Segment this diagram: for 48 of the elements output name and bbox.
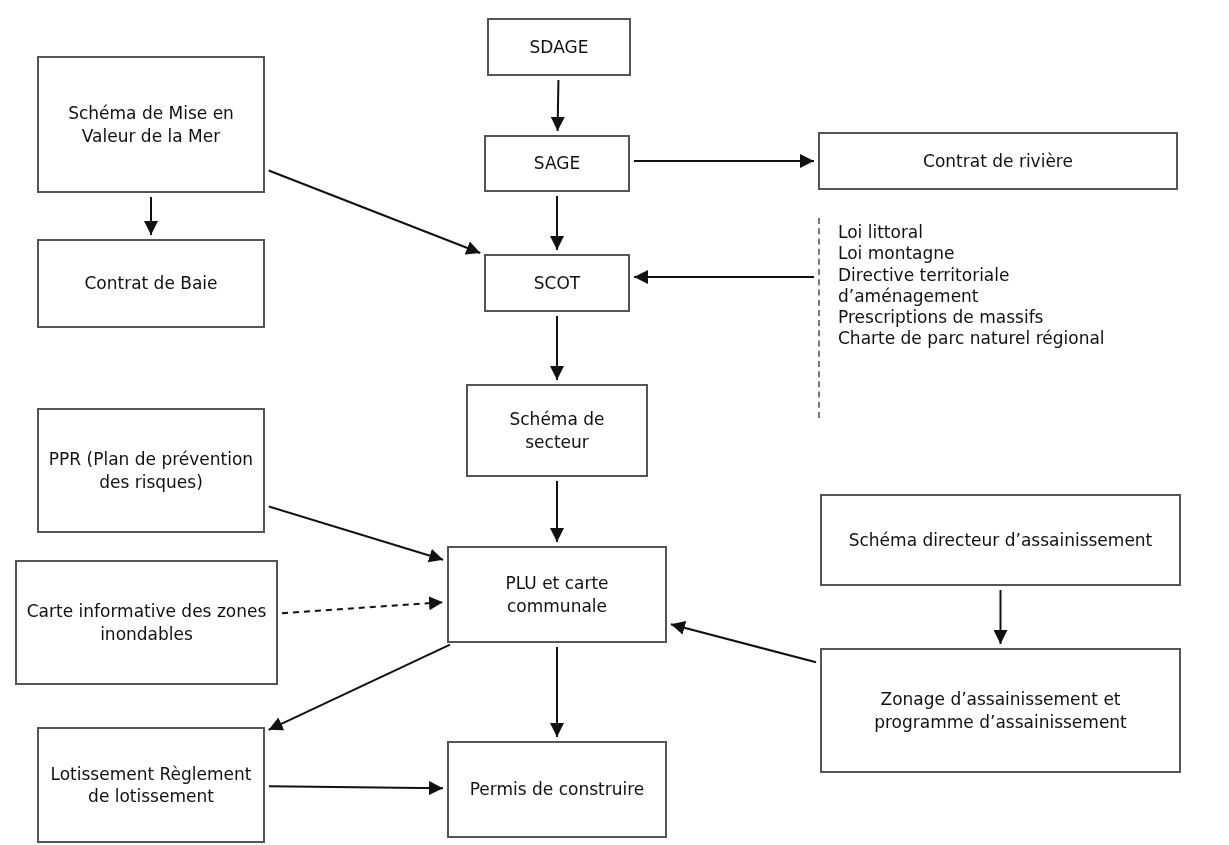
process-box: [484, 254, 630, 312]
node-text: Schéma directeur d’assainissement: [848, 528, 1153, 552]
process-box: [820, 494, 1181, 586]
arrow: [550, 646, 564, 738]
node-text: Loi littoral: [838, 222, 923, 244]
arrow: [267, 505, 445, 563]
arrow: [144, 196, 158, 236]
dashed-arrow: [281, 596, 444, 615]
process-box: [818, 132, 1178, 190]
process-box: [15, 560, 278, 685]
arrow: [268, 781, 444, 796]
node-text: Schéma de Mise en Valeur de la Mer: [67, 102, 235, 147]
node-text: SCOT: [533, 271, 581, 295]
node-text: Permis de construire: [469, 778, 645, 801]
node-text: Loi montagne: [838, 243, 955, 265]
process-box: [466, 384, 648, 477]
arrow: [550, 195, 564, 251]
process-box: [820, 648, 1181, 773]
process-box: [37, 56, 265, 193]
node-text: Charte de parc naturel régional: [838, 328, 1105, 350]
process-box: [484, 135, 630, 192]
node-text: Prescriptions de massifs: [838, 307, 1044, 329]
node-text: SAGE: [533, 152, 581, 175]
node-text: Contrat de rivière: [923, 149, 1073, 173]
process-box: [447, 741, 667, 838]
process-box: [447, 546, 667, 643]
arrow: [669, 621, 818, 664]
node-text: Schéma de secteur: [508, 408, 606, 453]
node-text: PLU et carte communale: [504, 572, 610, 617]
node-text: Directive territoriale d’aménagement: [838, 264, 1011, 307]
arrow: [993, 589, 1008, 645]
arrow: [550, 315, 564, 381]
arrow: [550, 480, 564, 543]
process-box: [487, 18, 631, 76]
node-text: Contrat de Baie: [84, 272, 218, 295]
node-text: SDAGE: [529, 35, 589, 59]
node-text: Lotissement Règlement de lotissement: [49, 762, 253, 808]
process-box: [37, 727, 265, 843]
arrow: [633, 270, 815, 284]
node-text: PPR (Plan de prévention des risques): [47, 448, 255, 493]
arrow: [550, 79, 565, 132]
process-box: [37, 408, 265, 533]
node-text: Zonage d’assainissement et programme d’assainissement: [873, 688, 1128, 733]
arrow: [267, 643, 451, 731]
arrow: [633, 154, 815, 168]
node-text: Carte informative des zones inondables: [25, 600, 268, 645]
process-box: [37, 239, 265, 328]
arrow: [267, 169, 482, 255]
